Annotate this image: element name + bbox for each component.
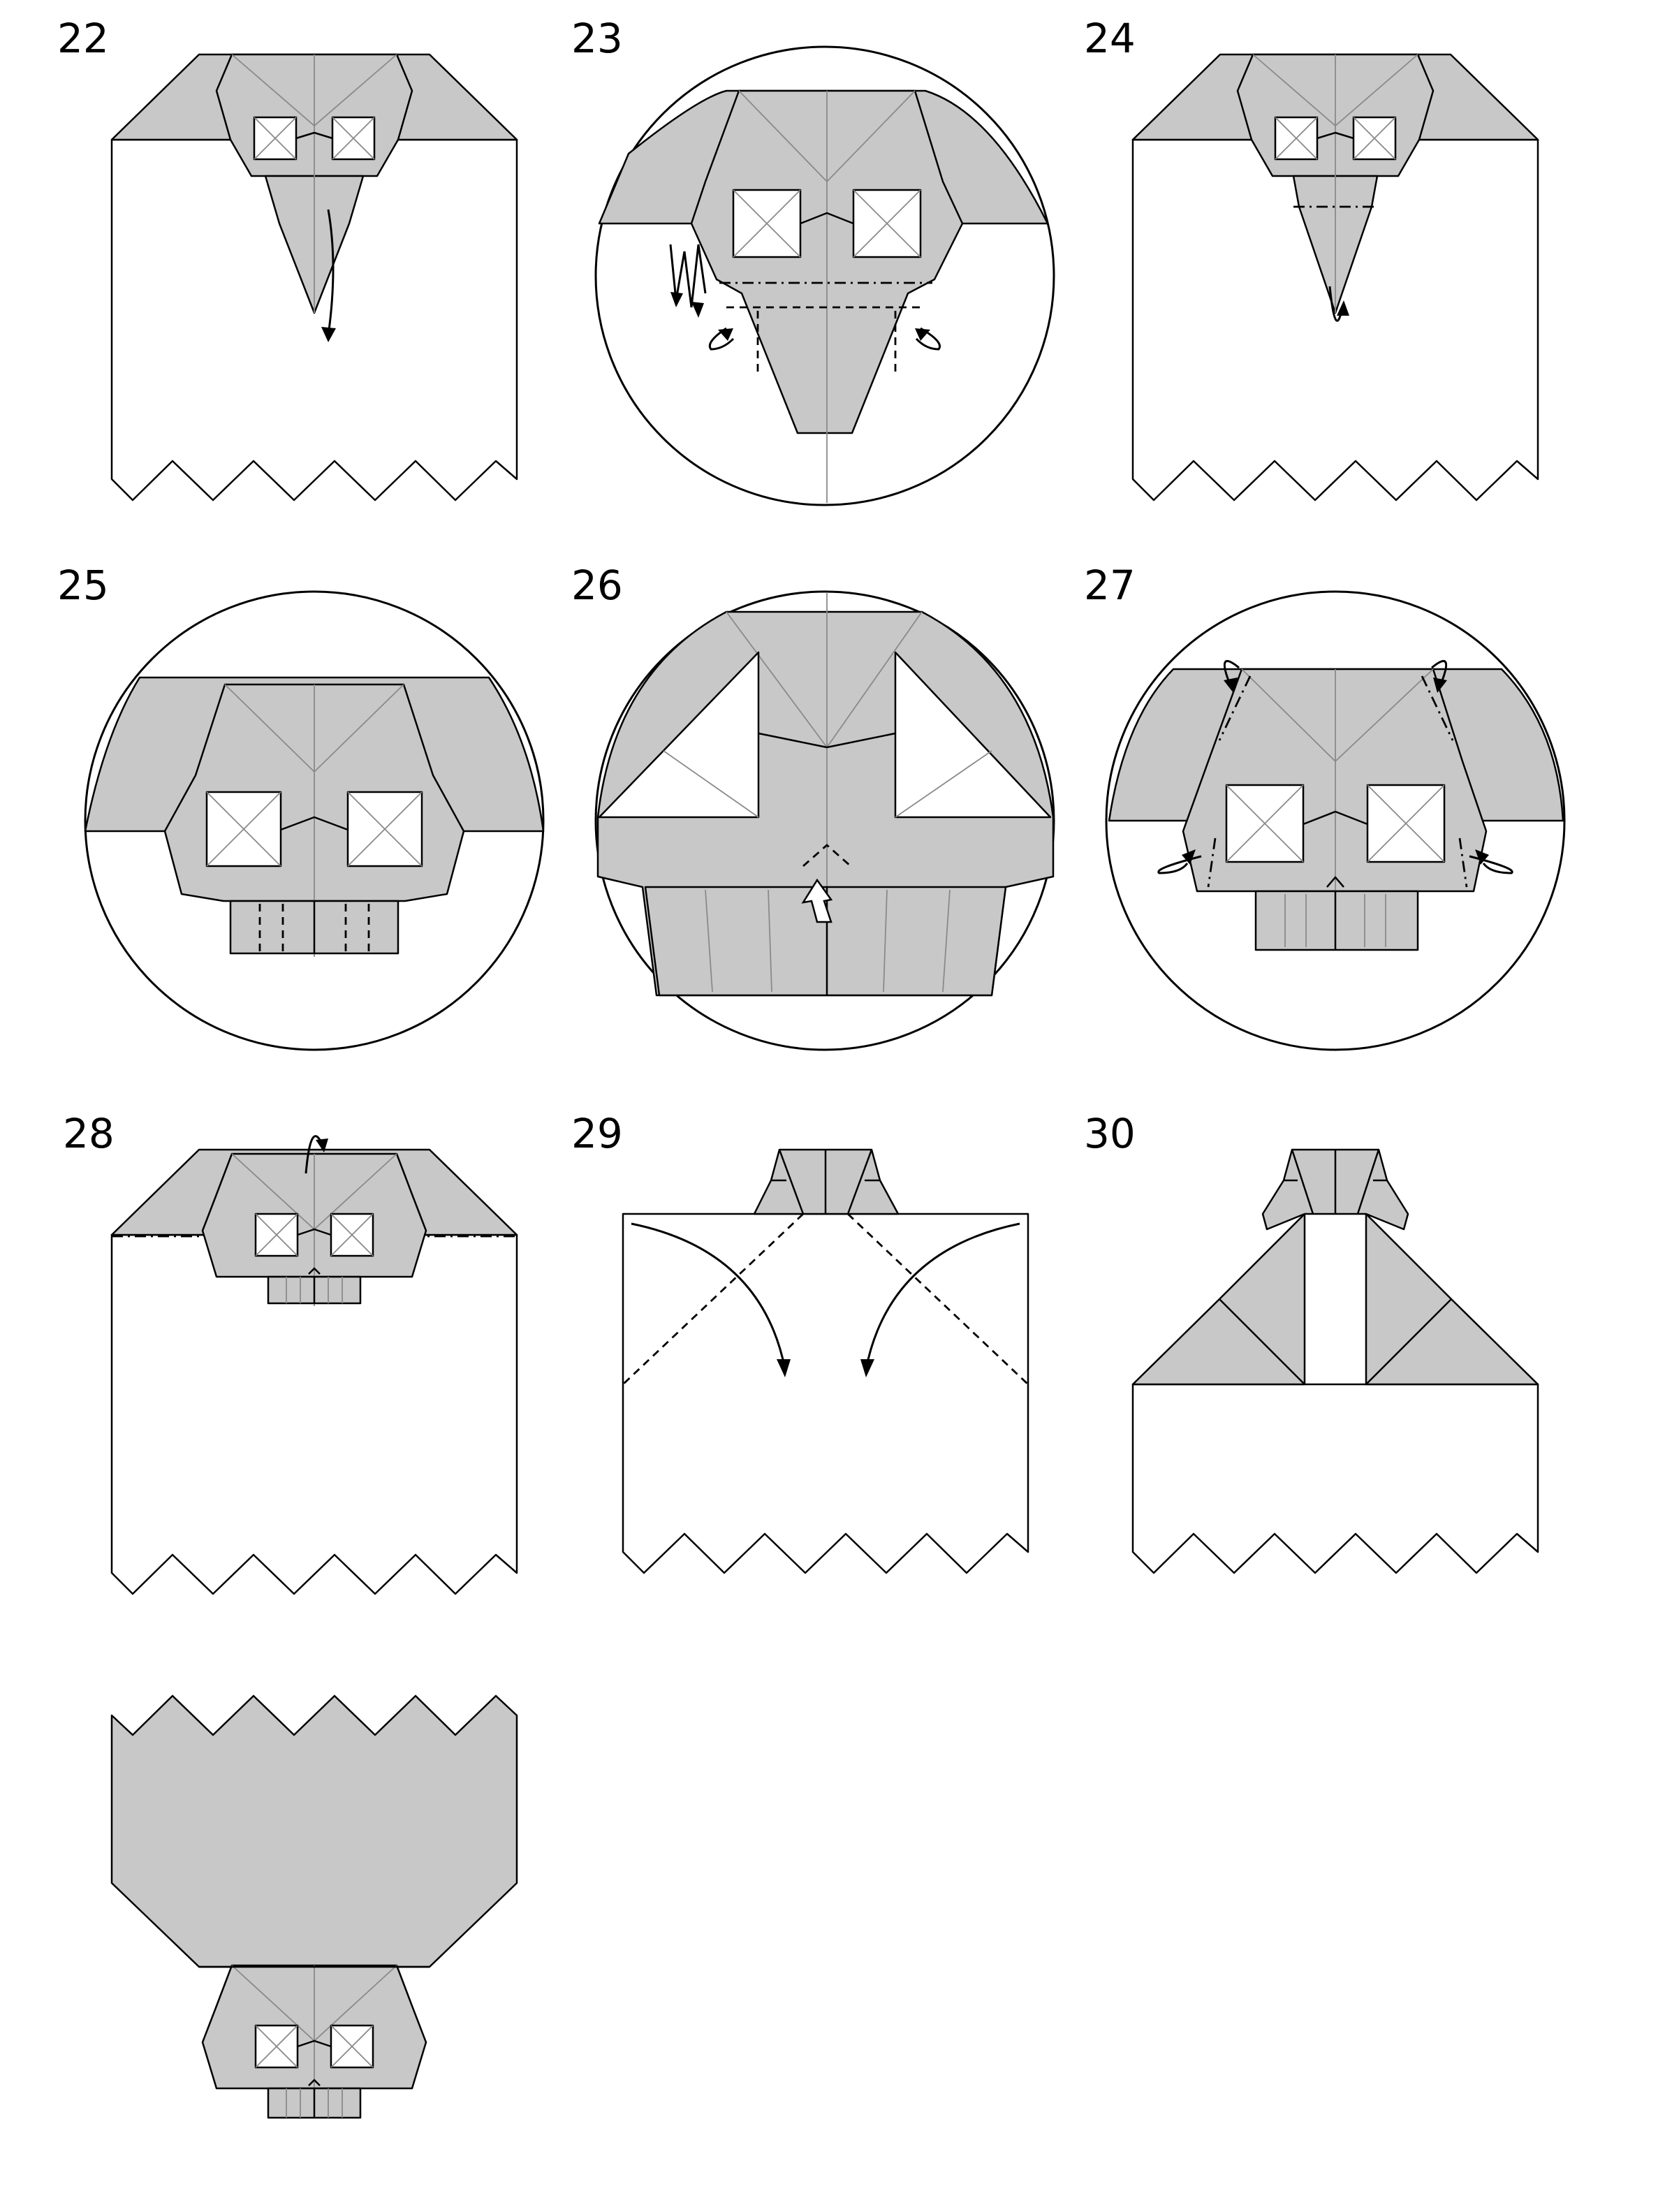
- swivel-arrow-right: [1469, 855, 1513, 874]
- fold-arrow: [327, 209, 335, 336]
- push-arrow: [801, 878, 833, 923]
- swivel-arrow-right: [915, 327, 941, 351]
- valley-fold-line: [622, 1213, 1029, 1386]
- valley-fold-line: [726, 306, 922, 377]
- step-23: 23: [571, 15, 1055, 506]
- skull: [201, 1152, 427, 1306]
- pleat-arrow: [669, 244, 707, 308]
- paper-body: [110, 1233, 518, 1595]
- step-number-23: 23: [571, 15, 623, 62]
- step-number-29: 29: [571, 1110, 623, 1157]
- step-30: 30: [1084, 1110, 1539, 1574]
- step-26: 26: [571, 562, 1055, 1051]
- swivel-arrow-left: [1157, 855, 1202, 874]
- mountain-fold-line: [1207, 675, 1468, 888]
- jaw: [1254, 890, 1419, 951]
- finished-body: [110, 1694, 518, 1968]
- step-number-26: 26: [571, 562, 623, 609]
- left-eye-large: [598, 651, 760, 819]
- step-27: 27: [1084, 562, 1566, 1051]
- jaw: [644, 886, 1007, 997]
- step-25: 25: [57, 562, 545, 1051]
- swivel-arrow-left: [708, 327, 735, 351]
- step-final: [110, 1694, 518, 2119]
- step-29: 29: [571, 1110, 1029, 1574]
- step-number-28: 28: [63, 1110, 115, 1157]
- step-28: 28: [63, 1110, 518, 1595]
- step-number-30: 30: [1084, 1110, 1136, 1157]
- step-number-22: 22: [57, 15, 109, 62]
- paper-body: [622, 1213, 1029, 1574]
- fold-arrow-right: [865, 1222, 1020, 1370]
- step-number-27: 27: [1084, 562, 1136, 609]
- step-24: 24: [1084, 15, 1539, 501]
- paper-body: [110, 138, 518, 501]
- step-number-25: 25: [57, 562, 109, 609]
- skull: [201, 1964, 427, 2119]
- paper-body: [1131, 1383, 1539, 1574]
- arrow-head: [321, 327, 336, 342]
- valley-fold-line: [802, 844, 851, 867]
- step-number-24: 24: [1084, 15, 1136, 62]
- fold-arrow-left: [631, 1222, 786, 1370]
- right-eye-large: [894, 651, 1052, 819]
- step-22: 22: [57, 15, 518, 501]
